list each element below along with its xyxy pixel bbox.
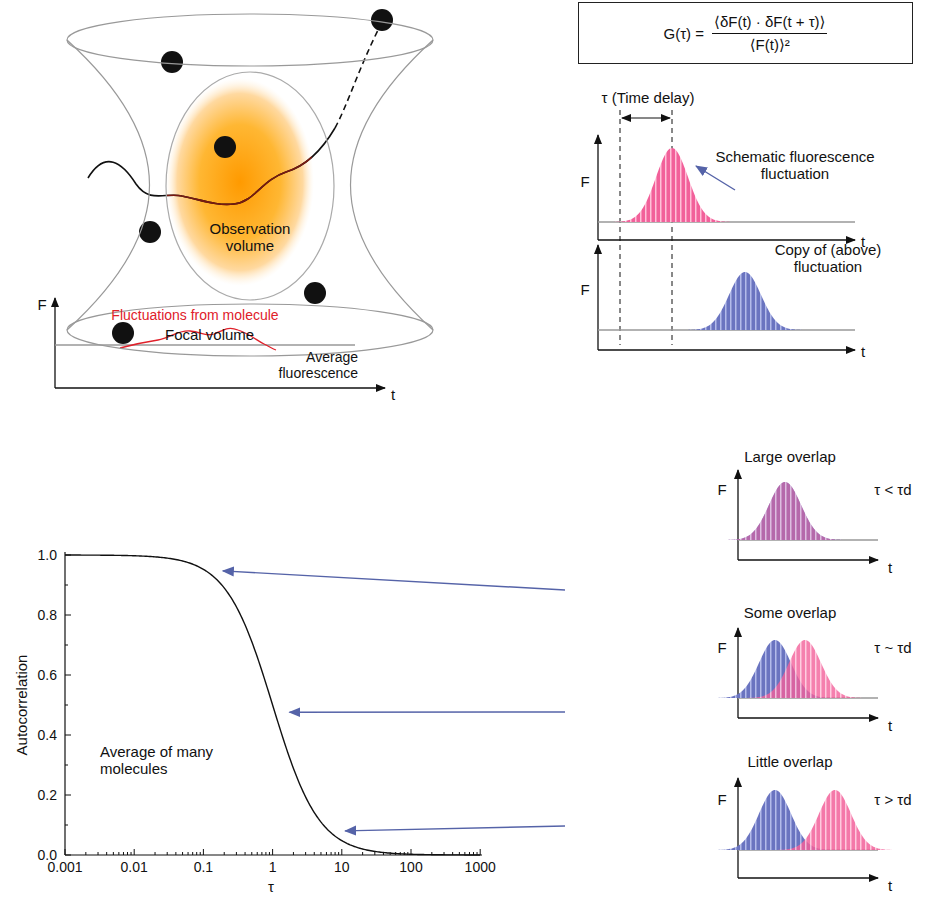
axis-label: t (391, 386, 395, 403)
chart-axes (65, 552, 482, 855)
axis-label: F (717, 639, 726, 656)
fluctuation-peak (741, 640, 869, 698)
chart-ticks (65, 555, 480, 855)
plot-label: Schematic fluorescence fluctuation (708, 148, 883, 183)
axis-label: t (888, 877, 892, 894)
axis-label: t (888, 559, 892, 576)
tick-label: 0.2 (38, 787, 57, 803)
axis-title: τ (268, 878, 274, 895)
pointer-arrow (696, 166, 735, 190)
node-label: Focal volume (165, 326, 254, 343)
tick-label: 0.4 (38, 727, 57, 743)
tick-label: 0.001 (47, 859, 82, 875)
pointer-arrows (223, 571, 565, 831)
panel-title: Little overlap (747, 753, 832, 770)
pointer-arrow (223, 571, 565, 590)
axis-title: Autocorrelation (13, 655, 30, 756)
fluctuation-peaks (608, 148, 899, 850)
tick-label: 0.8 (38, 607, 57, 623)
baseline-label: Average fluorescence (248, 349, 358, 381)
delay-label: τ (Time delay) (602, 89, 695, 106)
panel-title: Some overlap (744, 604, 837, 621)
tick-label: 100 (399, 859, 422, 875)
fraction-bar (712, 33, 827, 34)
axis-label: F (580, 173, 589, 190)
time-delay-marker (620, 110, 672, 345)
formula-box: G(τ) = ⟨δF(t) · δF(t + τ)⟩⟨F(t)⟩² (578, 2, 913, 64)
autocorrelation-curve (65, 555, 480, 855)
axis-label: F (717, 481, 726, 498)
fraction: ⟨δF(t) · δF(t + τ)⟩⟨F(t)⟩² (712, 13, 827, 54)
axis-label: F (580, 281, 589, 298)
condition-label: τ > τd (874, 791, 911, 808)
node-label: Observation volume (195, 220, 305, 255)
panel-title: Large overlap (744, 448, 836, 465)
axis-label: t (888, 717, 892, 734)
axis-label: t (861, 343, 865, 360)
tick-label: 0.01 (121, 859, 148, 875)
pointer-arrow (289, 711, 565, 713)
tick-label: 1000 (465, 859, 496, 875)
observation-outline (165, 70, 335, 302)
plot-label: Copy of (above) fluctuation (763, 241, 893, 276)
pointer-arrow (345, 826, 565, 831)
focal-volume-outline (65, 12, 435, 357)
formula-lhs: G(τ) = (664, 25, 705, 42)
trajectory (88, 26, 380, 204)
fluctuation-peak (721, 482, 849, 540)
condition-label: τ < τd (874, 481, 911, 498)
formula-denominator: ⟨F(t)⟩² (750, 34, 790, 54)
tick-label: 0.1 (194, 859, 213, 875)
fluctuation-label: Fluctuations from molecule (111, 307, 278, 323)
tick-label: 1 (269, 859, 277, 875)
axis-label: F (37, 296, 46, 313)
fluctuation-plot (55, 298, 385, 388)
observation-volume: Observation volume (165, 70, 335, 302)
condition-label: τ ~ τd (874, 639, 911, 656)
fluctuation-peak (721, 482, 849, 540)
tick-label: 0.6 (38, 667, 57, 683)
axis-label: F (717, 791, 726, 808)
focal-volume: Focal volume Observation volume (65, 12, 435, 357)
formula-numerator: ⟨δF(t) · δF(t + τ)⟩ (712, 13, 827, 33)
tick-label: 1.0 (38, 547, 57, 563)
chart-note: Average of many molecules (100, 743, 225, 778)
fluctuation-peak (681, 272, 809, 330)
tick-label: 10 (334, 859, 350, 875)
